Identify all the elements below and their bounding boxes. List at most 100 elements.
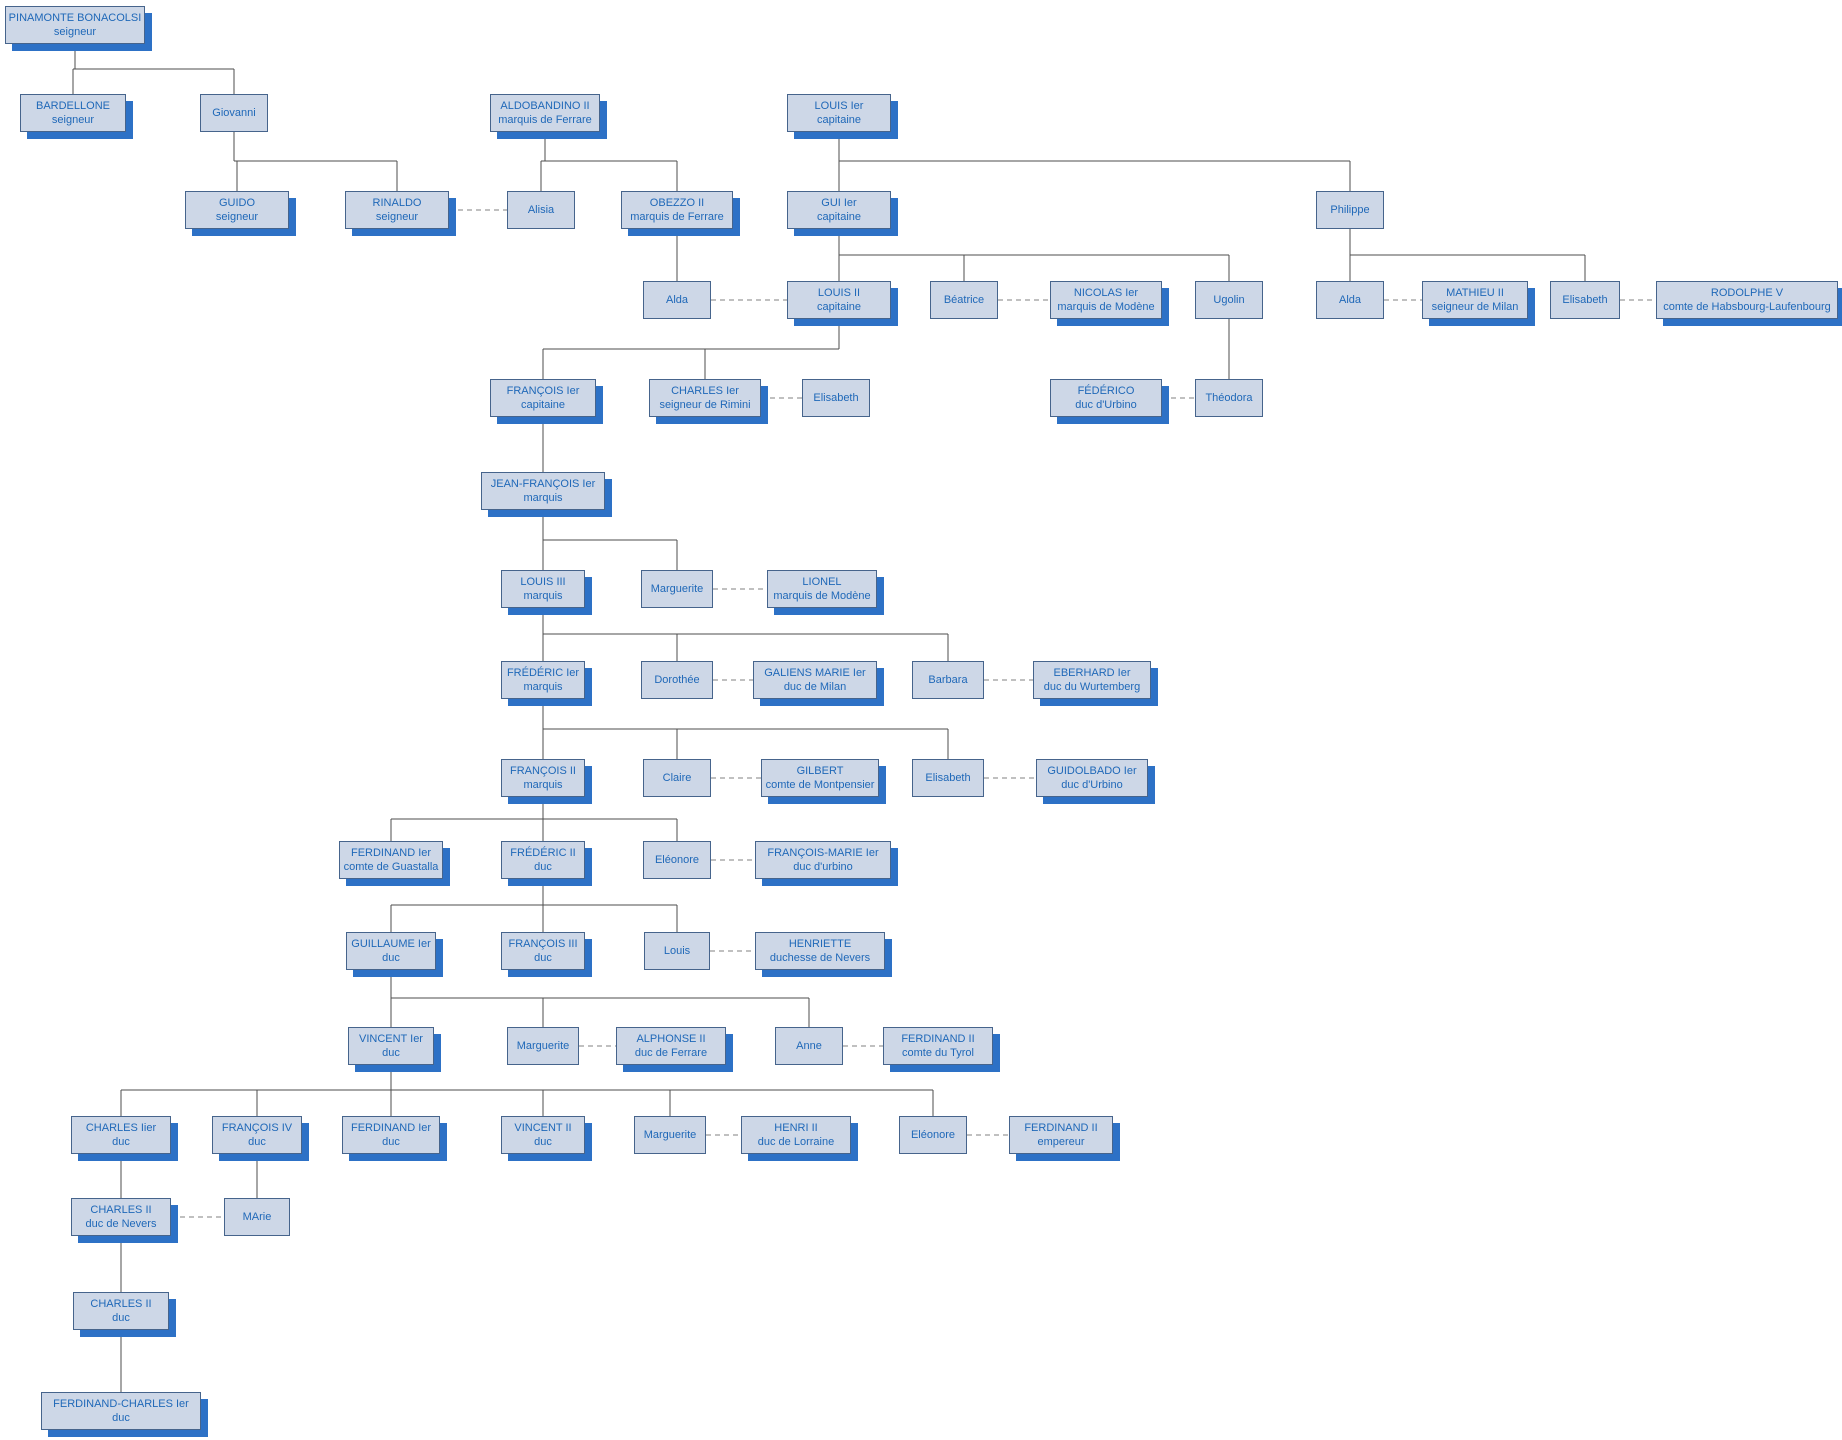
tree-node-frederic2: FRÉDÉRIC II duc [501,841,585,879]
tree-node-vincent1: VINCENT Ier duc [348,1027,434,1065]
person-name: EBERHARD Ier [1053,667,1131,679]
person-name: Marguerite [516,1040,570,1052]
person-title: duc [534,952,552,964]
person-name: Giovanni [212,107,256,119]
person-name: NICOLAS Ier [1073,287,1139,299]
person-name: LOUIS Ier [814,100,864,112]
person-name: CHARLES Iier [85,1122,157,1134]
person-title: capitaine [816,301,862,313]
person-name: Alda [665,294,689,306]
person-name: Elisabeth [1562,294,1608,306]
tree-node-philippe: Philippe [1316,191,1384,229]
person-title: duc [112,1312,130,1324]
person-name: Dorothée [654,674,700,686]
person-title: seigneur [215,211,259,223]
person-title: capitaine [520,399,566,411]
person-title: capitaine [816,211,862,223]
tree-node-alda2: Alda [1316,281,1384,319]
person-title: comte de Montpensier [765,779,875,791]
person-name: FERDINAND Ier [350,847,432,859]
person-name: ALDOBANDINO II [500,100,590,112]
tree-node-elisabeth_hab: Elisabeth [1550,281,1620,319]
tree-node-alda1: Alda [643,281,711,319]
person-title: comte du Tyrol [902,1047,974,1059]
person-name: FRANÇOIS II [509,765,576,777]
tree-node-giovanni: Giovanni [200,94,268,132]
person-title: marquis [523,681,563,693]
person-name: Théodora [1205,392,1253,404]
person-title: duc du Wurtemberg [1043,681,1141,693]
tree-node-beatrice: Béatrice [930,281,998,319]
tree-node-nicolas: NICOLAS Ier marquis de Modène [1050,281,1162,319]
tree-node-charles2_nevers: CHARLES II duc de Nevers [71,1198,171,1236]
person-name: Alda [1338,294,1362,306]
person-name: FRANÇOIS Ier [506,385,580,397]
person-name: FRANÇOIS-MARIE Ier [767,847,879,859]
person-title: duc [112,1412,130,1424]
person-name: VINCENT Ier [359,1033,423,1045]
person-name: CHARLES II [90,1204,152,1216]
person-name: Marguerite [650,583,704,595]
person-name: GILBERT [796,765,844,777]
tree-node-rinaldo: RINALDO seigneur [345,191,449,229]
tree-node-anne: Anne [775,1027,843,1065]
person-title: duc [382,1047,400,1059]
person-name: HENRIETTE [788,938,852,950]
person-name: FÉDÉRICO [1077,385,1135,397]
tree-node-claire: Claire [643,759,711,797]
person-title: duc [382,1136,400,1148]
person-name: FRÉDÉRIC II [510,847,576,859]
person-title: duc de Ferrare [634,1047,708,1059]
tree-node-alphonse: ALPHONSE II duc de Ferrare [616,1027,726,1065]
tree-node-marguerite_este: Marguerite [641,570,713,608]
tree-node-louis_nevers: Louis [644,932,710,970]
person-title: seigneur [375,211,419,223]
person-title: duc de Milan [783,681,847,693]
person-name: OBEZZO II [649,197,705,209]
person-name: FRÉDÉRIC Ier [506,667,580,679]
person-name: Elisabeth [813,392,859,404]
person-name: JEAN-FRANÇOIS Ier [490,478,596,490]
person-title: duc de Nevers [85,1218,157,1230]
person-name: ALPHONSE II [636,1033,706,1045]
person-title: duc [248,1136,266,1148]
tree-node-elisabeth_urb: Elisabeth [912,759,984,797]
person-name: Ugolin [1213,294,1245,306]
person-title: marquis de Modène [1057,301,1155,313]
person-title: duc [382,952,400,964]
person-title: marquis de Modène [773,590,871,602]
person-title: empereur [1037,1136,1085,1148]
person-title: comte de Guastalla [343,861,439,873]
person-name: FERDINAND-CHARLES Ier [53,1398,189,1410]
person-name: PINAMONTE BONACOLSI [8,12,142,24]
person-name: Eléonore [910,1129,956,1141]
person-name: FERDINAND II [1024,1122,1098,1134]
person-title: duc [534,861,552,873]
person-title: duc d'Urbino [1061,779,1123,791]
tree-node-eleonore_emp: Eléonore [899,1116,967,1154]
person-name: Elisabeth [925,772,971,784]
person-name: VINCENT II [514,1122,572,1134]
person-title: duchesse de Nevers [769,952,871,964]
tree-node-marie: MArie [224,1198,290,1236]
tree-node-marguerite_lorraine: Marguerite [634,1116,706,1154]
person-name: RINALDO [372,197,422,209]
person-title: marquis de Ferrare [630,211,724,223]
